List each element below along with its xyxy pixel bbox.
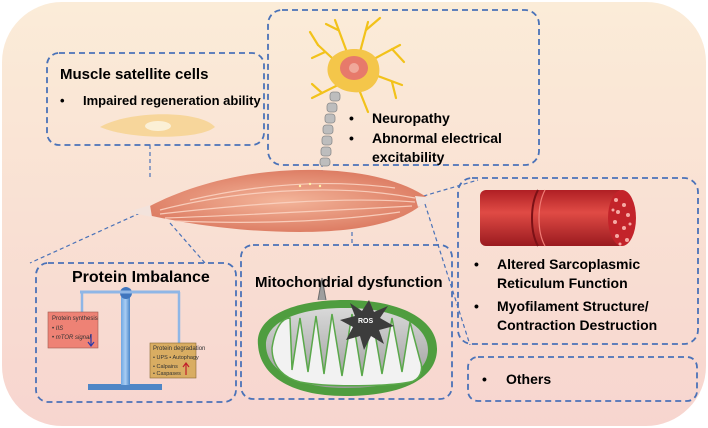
sarco-item1-line2: Reticulum Function [497,275,628,291]
dashed-boxes [35,9,699,403]
neuro-item-neuropathy: Neuropathy [372,110,450,126]
satellite-title: Muscle satellite cells [60,66,209,83]
mito-title: Mitochondrial dysfunction [255,274,443,291]
neuron-illustration [308,16,406,167]
neuro-item-excitability-line2: excitability [372,149,445,165]
degradation-item-1: • UPS • Autophagy [153,355,199,361]
others-box [467,356,698,402]
degradation-panel [149,342,197,379]
protein-box [35,262,237,403]
degradation-title: Protein degradation [153,346,206,352]
others-bullet: • [482,371,487,387]
synthesis-title: Protein synthesis [52,316,98,322]
ros-label: ROS [358,318,374,325]
neuro-bullet-1: • [349,110,354,126]
others-label: Others [506,371,552,387]
muscle-fiber-illustration [480,189,636,247]
degradation-item-2b: • Caspases [153,371,181,377]
satellite-cell-illustration [100,114,215,137]
connector-lines [29,145,479,346]
sarco-bullet-2: • [474,298,479,314]
neuro-bullet-2: • [349,130,354,146]
sarco-item2-line1: Myofilament Structure/ [497,298,649,314]
sarco-bullet-1: • [474,256,479,272]
muscle-illustration [128,169,436,232]
satellite-item: Impaired regeneration ability [83,93,261,108]
synthesis-panel [47,311,99,349]
neuro-box [267,9,540,166]
satellite-bullet: • [60,93,65,108]
mito-box [240,244,453,400]
sarco-item1-line1: Altered Sarcoplasmic [497,256,641,272]
neuro-item-excitability-line1: Abnormal electrical [372,130,502,146]
degradation-item-2a: • Calpains [153,364,178,370]
synthesis-item-2: • mTOR signal [52,335,91,341]
ros-burst [340,300,394,350]
balance-scale-illustration [47,287,197,390]
synthesis-item-1: • IIS [52,326,64,332]
sarco-box [457,177,699,345]
satellite-box [46,52,265,146]
mitochondrion-illustration [257,277,438,396]
protein-title: Protein Imbalance [72,269,210,286]
sarco-item2-line2: Contraction Destruction [497,317,658,333]
